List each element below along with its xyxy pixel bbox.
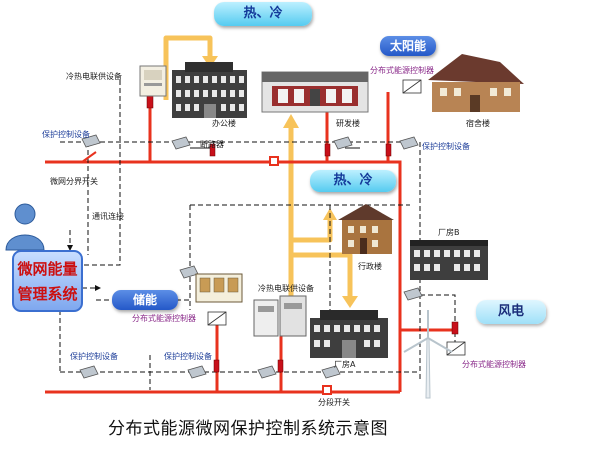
grid-switch-icon [81,151,97,163]
protect-device-1 [81,134,101,148]
protect-device-9 [321,365,341,379]
label-chp-top: 冷热电联供设备 [66,72,122,81]
comm-lines [59,80,456,390]
figure-caption: 分布式能源微网保护控制系统示意图 [108,419,388,439]
protect-devices [79,134,423,379]
breaker-bottom-1 [213,359,220,373]
heat-cold-callout-top: 热、冷 [214,2,312,26]
controller-top-icon [402,79,422,94]
ems-line1: 微网能量 [17,260,78,278]
section-switch-top [269,156,279,166]
label-protect-bottom-left: 保护控制设备 [70,352,118,361]
label-chp-bottom: 冷热电联供设备 [258,284,314,293]
breaker-bottom-2 [277,359,284,373]
solar-callout: 太阳能 [380,36,436,56]
label-breaker: 断路器 [200,140,224,149]
label-dormitory: 宿舍楼 [466,119,490,128]
admin-building-icon [338,204,394,254]
label-factory-b: 厂房B [438,228,460,237]
protect-device-3 [333,136,353,150]
label-dist-controller-mid: 分布式能源控制器 [132,314,196,323]
factory-a-icon [310,310,388,358]
label-dist-controller-wind: 分布式能源控制器 [462,360,526,369]
breakers [146,95,459,373]
wind-callout: 风电 [476,300,546,324]
dormitory-icon [428,54,524,112]
breaker-main-1 [209,143,216,157]
heat-cold-callout-mid: 热、冷 [310,170,396,192]
storage-battery-icon [195,273,243,303]
label-protect-right: 保护控制设备 [422,142,470,151]
controller-wind-icon [446,341,466,356]
protect-device-7 [187,365,207,379]
office-building-icon [172,62,247,118]
protect-device-4 [399,136,419,150]
protect-device-6 [79,365,99,379]
power-bus [45,92,455,394]
breaker-main-2 [324,143,331,157]
breaker-wind [451,321,459,335]
label-comm-link: 通讯连接 [92,212,124,221]
user-icon [5,203,45,251]
protect-device-8 [257,365,277,379]
ems-box: 微网能量 管理系统 [12,250,83,312]
controller-mid-icon [207,311,227,326]
label-protect-bottom-mid: 保护控制设备 [164,352,212,361]
chp-unit-bottom-icon [253,295,307,337]
label-dist-controller-top: 分布式能源控制器 [370,66,434,75]
wind-turbine-icon [403,310,453,399]
protect-device-10 [403,287,423,301]
protect-device-5 [179,265,199,279]
label-protect-left: 保护控制设备 [42,130,90,139]
breaker-main-3 [385,143,392,157]
factory-b-icon [410,240,488,280]
protect-device-2 [171,136,191,150]
label-office: 办公楼 [212,119,236,128]
section-switch-bottom [322,385,332,395]
breaker-office [146,95,154,109]
chp-unit-top-icon [139,65,167,97]
storage-callout: 储能 [112,290,178,310]
label-admin: 行政楼 [358,262,382,271]
label-rd-building: 研发楼 [336,119,360,128]
rd-building-icon [261,71,369,113]
label-factory-a: 厂房A [334,360,356,369]
label-grid-switch: 微网分界开关 [50,177,98,186]
ems-line2: 管理系统 [17,285,78,303]
label-section-switch: 分段开关 [318,398,350,407]
